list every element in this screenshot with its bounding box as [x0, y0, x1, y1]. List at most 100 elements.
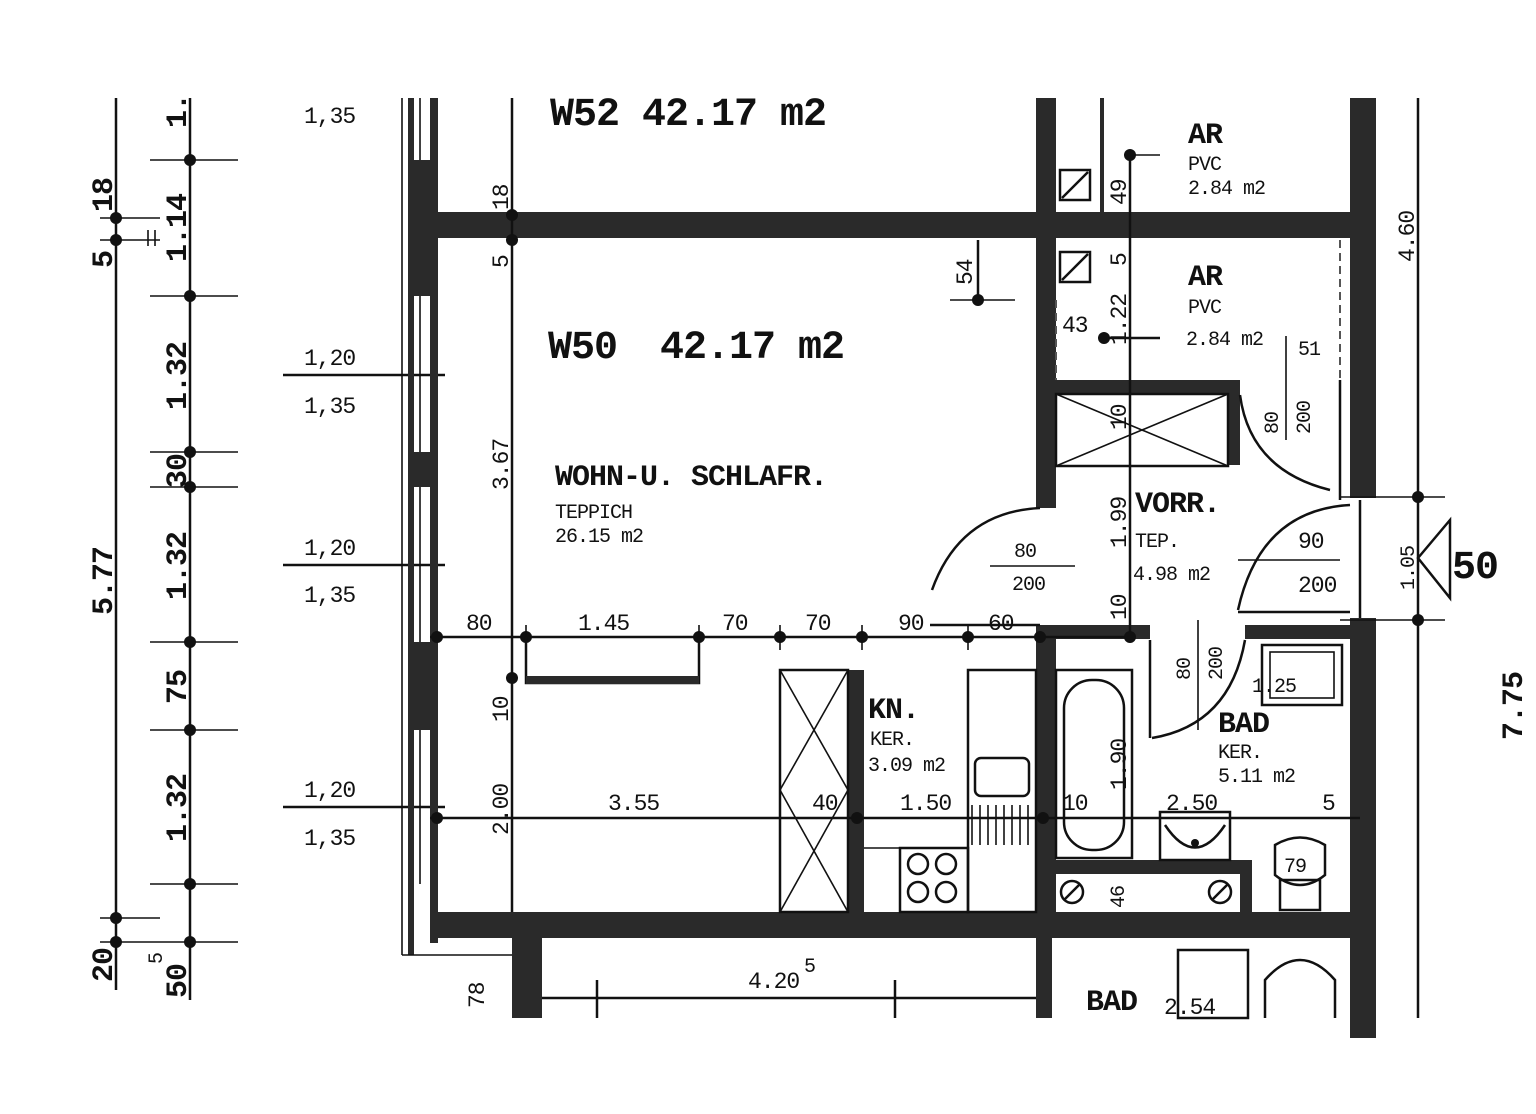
right-edge-labels: 7.75: [1498, 672, 1532, 740]
dim-420-h: 4.20: [748, 969, 799, 995]
dim-132-c: 1.32: [162, 774, 196, 842]
dim-254-h: 2.54: [1164, 995, 1215, 1021]
window-dim-2-height: 1,35: [304, 394, 355, 420]
dim-5-v: 5: [489, 255, 515, 268]
dimension-labels: 18 5 3.67 54 80 1.45 70 70 90 60 10 2.00…: [465, 179, 1421, 1021]
door-living-width: 80: [1014, 541, 1036, 564]
dim-78-v: 78: [465, 982, 491, 1008]
room-storage-lower-area: 2.84 m2: [1186, 329, 1263, 352]
room-living-area: 26.15 m2: [555, 526, 643, 549]
unit-area: 42.17 m2: [660, 326, 844, 371]
dim-125: 1.25: [1252, 676, 1296, 699]
dim-18-v: 18: [489, 184, 515, 210]
dim-199-v: 1.99: [1107, 497, 1133, 548]
window-dim-4-height: 1,35: [304, 826, 355, 852]
room-bath-floor: KER.: [1218, 742, 1262, 765]
fixtures: [524, 168, 1344, 1020]
window-dim-3-width: 1,20: [304, 536, 355, 562]
left-dimension-chain: 5.77 5 18 20 1. 1.14 1.32 30 1.32 75 1.3…: [88, 94, 238, 1000]
door-entry-width: 90: [1298, 529, 1324, 555]
dim-46-v: 46: [1108, 886, 1131, 908]
dim-190-v: 1.90: [1107, 739, 1133, 790]
door-entry-height: 200: [1298, 573, 1337, 599]
window-dim-3-height: 1,35: [304, 583, 355, 609]
toilet-icon: [1273, 836, 1327, 912]
window-dimensions: 1,35 1,20 1,35 1,20 1,35 1,20 1,35: [283, 104, 445, 852]
room-storage-upper-name: AR: [1188, 119, 1223, 153]
room-hall-floor: TEP.: [1135, 531, 1179, 554]
dim-43: 43: [1062, 313, 1088, 339]
dim-114: 1.14: [162, 193, 196, 262]
dim-90-h: 90: [898, 611, 924, 637]
dim-10d-v: 10: [1107, 594, 1133, 620]
dim-79: 79: [1284, 856, 1306, 879]
door-labels: 80 200 80 200 80 200 90 200 50: [990, 336, 1499, 730]
room-kitchen-area: 3.09 m2: [868, 755, 945, 778]
room-bath-area: 5.11 m2: [1218, 766, 1295, 789]
room-hall-area: 4.98 m2: [1133, 564, 1210, 587]
dim-5c-v: 5: [1107, 253, 1133, 266]
door-bath-width: 80: [1174, 658, 1197, 680]
dim-70a-h: 70: [722, 611, 748, 637]
dim-total-577: 5.77: [88, 547, 122, 615]
dim-10a-v: 10: [489, 696, 515, 722]
washbasin-icon: [1158, 810, 1232, 862]
entrance-marker-icon: [1416, 516, 1452, 602]
bathtub-icon: [1054, 668, 1134, 860]
room-bath-name: BAD: [1218, 708, 1269, 742]
dim-75: 75: [162, 670, 196, 704]
dim-80-h: 80: [466, 611, 492, 637]
dim-60-h: 60: [988, 611, 1014, 637]
window-dim-1: 1,35: [304, 104, 355, 130]
dim-top-fragment: 1.: [162, 94, 196, 128]
dim-200-v: 2.00: [489, 784, 515, 835]
dim-5b-h: 5: [1322, 791, 1335, 817]
floor-drain-icon: [1059, 879, 1233, 905]
room-storage-lower-floor: PVC: [1188, 297, 1222, 320]
room-bath-below-name: BAD: [1086, 986, 1137, 1020]
dim-10c-v: 10: [1107, 404, 1133, 430]
dim-367-v: 3.67: [489, 439, 515, 490]
dim-132-a: 1.32: [162, 342, 196, 410]
dim-30: 30: [162, 454, 196, 488]
unit-id: W50: [548, 326, 617, 371]
dim-40-h: 40: [812, 791, 838, 817]
facade-windows: [401, 98, 512, 956]
room-storage-upper-floor: PVC: [1188, 154, 1222, 177]
walls: [408, 98, 1376, 1038]
dim-54-v: 54: [953, 259, 979, 285]
dim-50: 50: [162, 964, 196, 998]
dim-132-b: 1.32: [162, 532, 196, 600]
room-kitchen-floor: KER.: [870, 729, 914, 752]
dim-460-v: 4.60: [1395, 211, 1421, 262]
dim-49-v: 49: [1107, 179, 1133, 205]
room-hall-name: VORR.: [1135, 488, 1220, 522]
dim-420-superscript: 5: [804, 956, 815, 979]
ventilation-shaft-icon: [1058, 168, 1092, 284]
dim-50-superscript: 5: [146, 953, 169, 964]
room-storage-upper-area: 2.84 m2: [1188, 178, 1265, 201]
dim-5: 5: [88, 251, 122, 268]
entrance-stair-mark: 50: [1452, 546, 1498, 591]
top-unit-label: W52 42.17 m2: [550, 93, 826, 138]
window-dim-2-width: 1,20: [304, 346, 355, 372]
door-living-height: 200: [1012, 574, 1045, 597]
door-storage-height: 200: [1294, 401, 1317, 434]
dim-20: 20: [88, 948, 122, 982]
window-dim-4-width: 1,20: [304, 778, 355, 804]
dim-250-h: 2.50: [1166, 791, 1217, 817]
dim-150-h: 1.50: [900, 791, 951, 817]
stove-icon: [898, 846, 970, 914]
dim-105-v: 1.05: [1398, 546, 1421, 590]
dim-145-h: 1.45: [578, 611, 629, 637]
dim-122-v: 1.22: [1107, 294, 1133, 345]
dim-51: 51: [1298, 339, 1321, 362]
dim-18: 18: [88, 178, 122, 212]
door-swings: [930, 380, 1351, 740]
room-labels: W52 42.17 m2 W50 42.17 m2 WOHN-U. SCHLAF…: [548, 93, 1296, 1020]
dim-right-775: 7.75: [1498, 672, 1532, 740]
dim-10b-h: 10: [1062, 791, 1088, 817]
room-living-floor: TEPPICH: [555, 502, 632, 525]
room-storage-lower-name: AR: [1188, 261, 1223, 295]
